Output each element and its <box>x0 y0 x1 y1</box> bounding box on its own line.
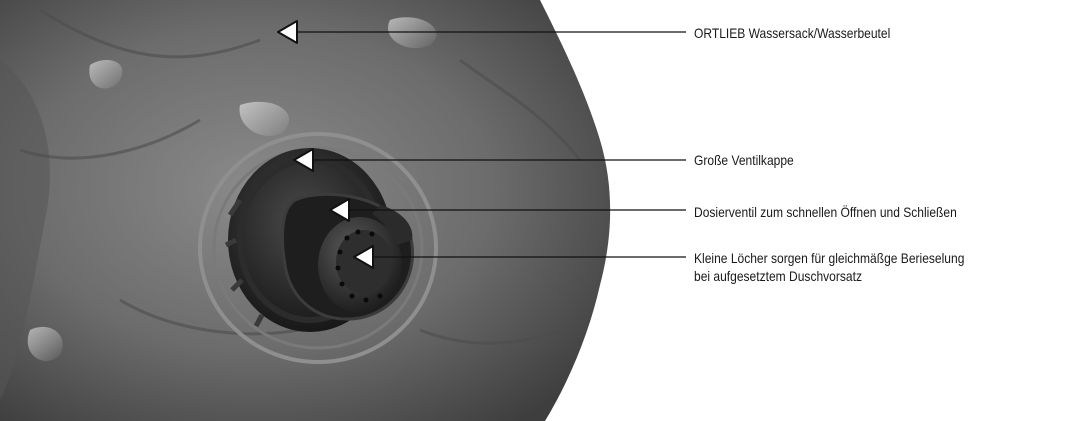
callout-dosing-valve: Dosierventil zum schnellen Öffnen und Sc… <box>694 203 957 221</box>
callout-small-holes-line-2: bei aufgesetztem Duschvorsatz <box>694 267 964 285</box>
callout-valve-cap: Große Ventilkappe <box>694 151 794 169</box>
callout-water-bag: ORTLIEB Wassersack/Wasserbeutel <box>694 24 890 42</box>
callout-small-holes-line-1: Kleine Löcher sorgen für gleichmäßge Ber… <box>694 249 964 267</box>
callout-small-holes: Kleine Löcher sorgen für gleichmäßge Ber… <box>694 249 964 285</box>
